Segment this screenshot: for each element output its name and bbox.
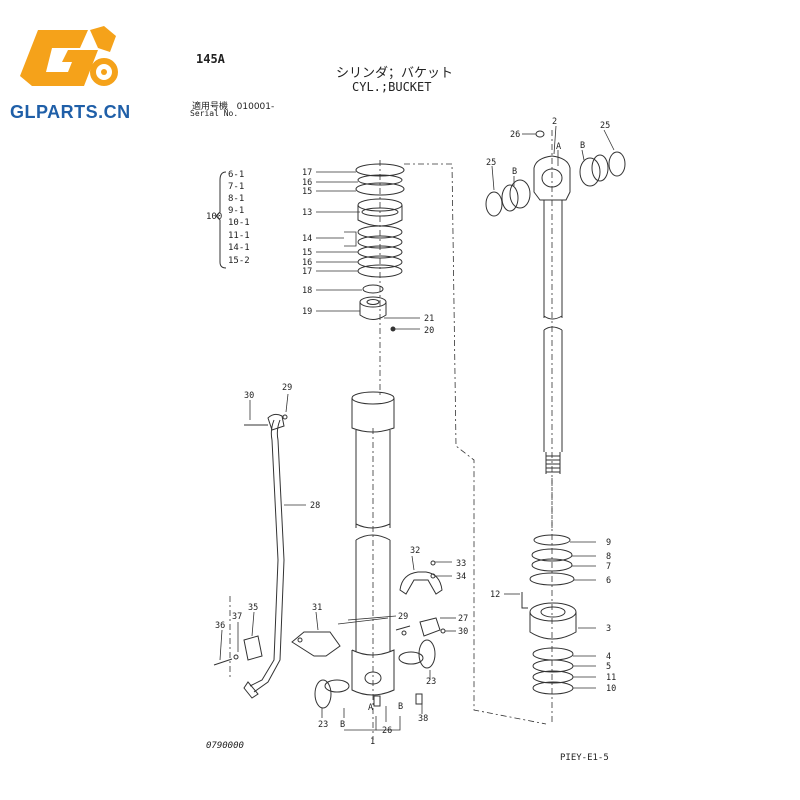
hydraulic-pipe — [243, 413, 288, 699]
part-callout: 38 — [418, 714, 428, 724]
group-number: 100 — [206, 212, 223, 222]
part-callout: 25 — [600, 121, 610, 131]
part-callout: 1 — [370, 737, 375, 747]
serial-line: 適用号機 010001- — [192, 99, 274, 112]
part-callout: 23 — [426, 677, 436, 687]
group-item: 7-1 — [228, 182, 245, 192]
part-callout: 32 — [410, 546, 420, 556]
part-callout: 17 — [302, 267, 312, 277]
part-callout: 37 — [232, 612, 242, 622]
part-callout: 20 — [424, 326, 434, 336]
part-callout: 9 — [606, 538, 611, 548]
group-item: 10-1 — [228, 218, 250, 228]
part-callout: B — [512, 167, 517, 177]
part-callout: B — [398, 702, 403, 712]
group-item: 14-1 — [228, 243, 250, 253]
part-callout: 23 — [318, 720, 328, 730]
title-japanese: シリンダ；バケット — [336, 66, 454, 81]
footer-right-code: PIEY-E1-5 — [560, 753, 609, 763]
part-callout: 19 — [302, 307, 312, 317]
part-callout: 10 — [606, 684, 616, 694]
part-callout: 12 — [490, 590, 500, 600]
part-callout: 4 — [606, 652, 611, 662]
part-callout: B — [580, 141, 585, 151]
seal-stack-bottom — [521, 534, 577, 695]
part-callout: 3 — [606, 624, 611, 634]
part-callout: 14 — [302, 234, 312, 244]
piston-rod — [485, 130, 626, 474]
title-english: CYL.;BUCKET — [352, 80, 432, 94]
part-callout: 34 — [456, 572, 466, 582]
part-callout: 16 — [302, 258, 312, 268]
part-callout: 2 — [552, 117, 557, 127]
part-callout: 29 — [398, 612, 408, 622]
part-callout: A — [556, 142, 561, 152]
part-callout: 29 — [282, 383, 292, 393]
part-callout: 16 — [302, 178, 312, 188]
part-callout: 30 — [458, 627, 468, 637]
part-callout: 13 — [302, 208, 312, 218]
part-callout: A — [368, 703, 373, 713]
gland-nut — [359, 284, 396, 332]
part-callout: 30 — [244, 391, 254, 401]
part-callout: 17 — [302, 168, 312, 178]
part-callout: 8 — [606, 552, 611, 562]
part-callout: 11 — [606, 673, 616, 683]
part-callout: 28 — [310, 501, 320, 511]
part-callout: 31 — [312, 603, 322, 613]
cylinder-tube — [351, 391, 395, 696]
group-item: 15-2 — [228, 256, 250, 266]
part-callout: 26 — [510, 130, 520, 140]
part-callout: 7 — [606, 562, 611, 572]
group-item: 9-1 — [228, 206, 245, 216]
part-callout: 5 — [606, 662, 611, 672]
group-item: 6-1 — [228, 170, 245, 180]
serial-label-en: Serial No. — [190, 109, 239, 118]
part-callout: 25 — [486, 158, 496, 168]
part-callout: 27 — [458, 614, 468, 624]
group-bracket — [215, 171, 227, 269]
serial-label-jp: 適用号機 — [192, 102, 229, 112]
clamp-parts — [213, 560, 446, 709]
glparts-logo-icon — [20, 26, 118, 86]
serial-value: 010001- — [236, 102, 275, 112]
footer-left-code: 0790000 — [206, 741, 244, 751]
part-callout: 18 — [302, 286, 312, 296]
part-callout: B — [340, 720, 345, 730]
part-callout: 21 — [424, 314, 434, 324]
part-callout: 15 — [302, 187, 312, 197]
callout-labels: 1716151314151617181921203029283233343129… — [215, 117, 616, 747]
part-callout: 36 — [215, 621, 225, 631]
part-callout: 15 — [302, 248, 312, 258]
group-item: 11-1 — [228, 231, 250, 241]
logo-text: GLPARTS.CN — [10, 102, 131, 122]
part-callout: 6 — [606, 576, 611, 586]
part-callout: 33 — [456, 559, 466, 569]
model-number: 145A — [196, 52, 225, 66]
part-callout: 26 — [382, 726, 392, 736]
group-item: 8-1 — [228, 194, 245, 204]
part-callout: 35 — [248, 603, 258, 613]
